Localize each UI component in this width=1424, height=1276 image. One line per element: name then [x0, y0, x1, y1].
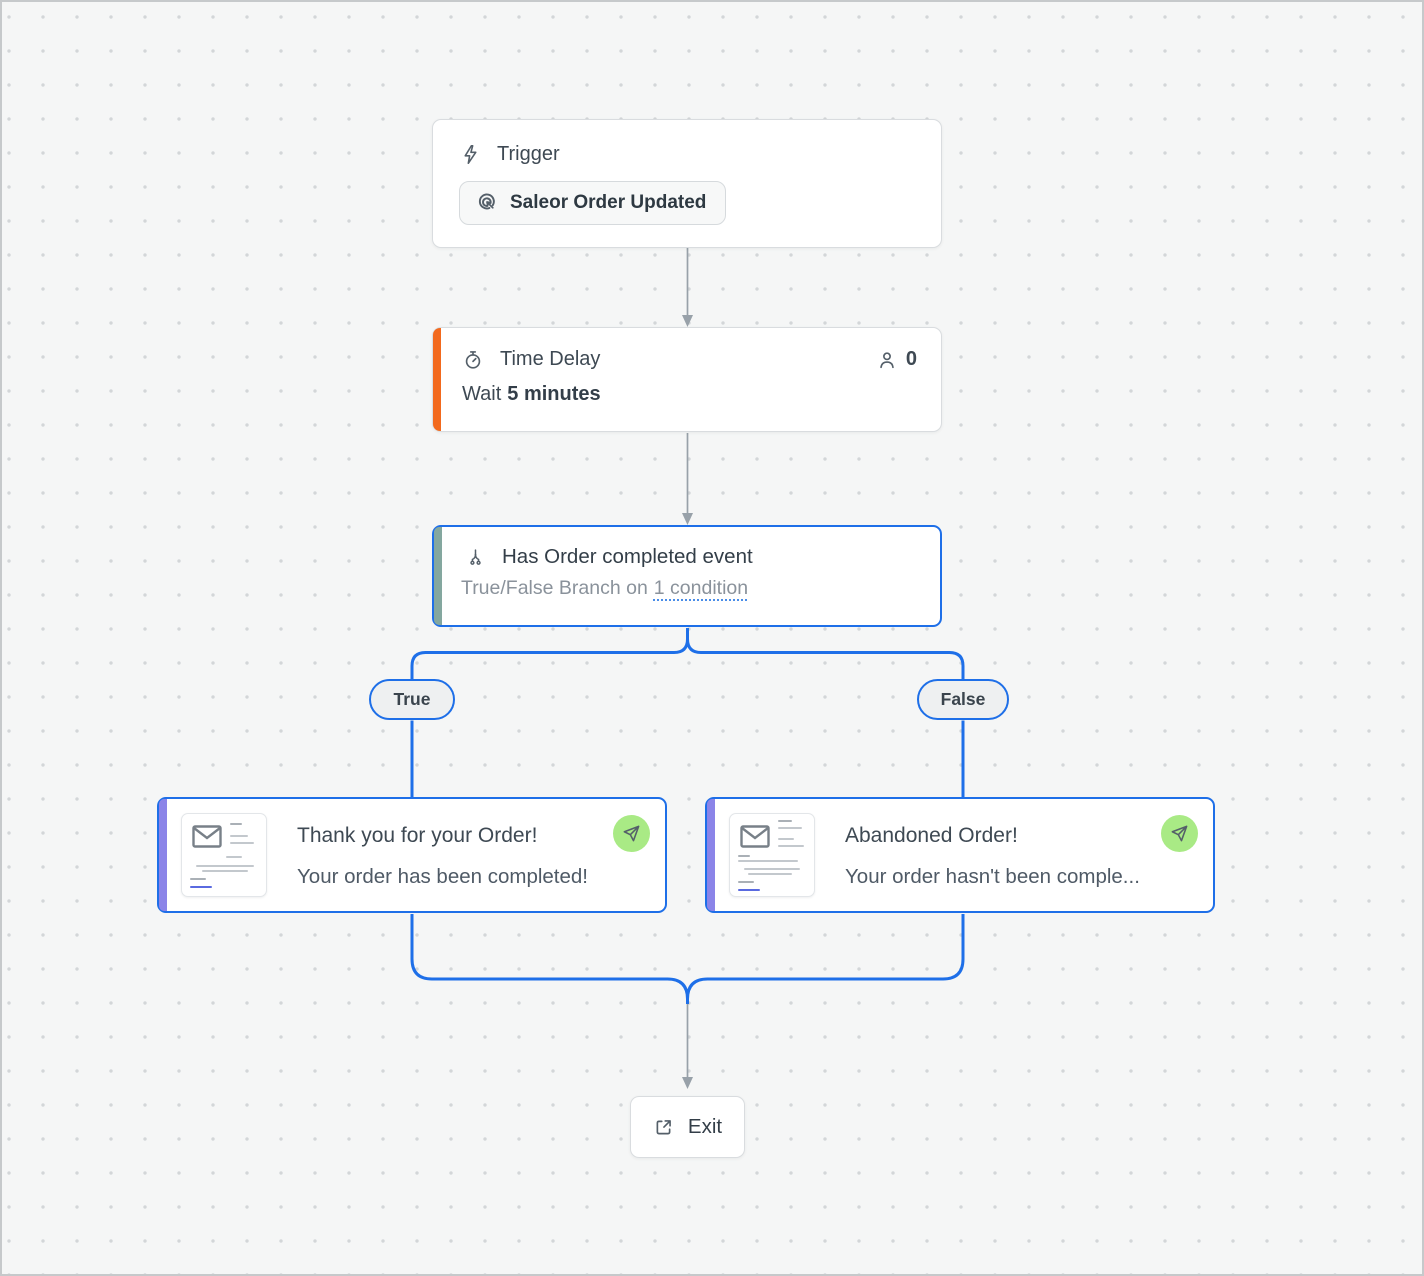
send-icon — [622, 824, 641, 843]
trigger-node[interactable]: Trigger Saleor Order Updated — [432, 119, 942, 248]
email-true-subtitle: Your order has been completed! — [297, 864, 588, 888]
envelope-icon — [192, 825, 222, 853]
trigger-event-button[interactable]: Saleor Order Updated — [459, 181, 727, 225]
delay-title: Time Delay — [500, 348, 601, 370]
email-false-title: Abandoned Order! — [845, 823, 1018, 847]
connector-merge-right — [686, 914, 965, 1004]
connector-branch-false — [686, 628, 965, 680]
arrowhead-delay — [682, 315, 693, 327]
branch-label-false: False — [917, 679, 1009, 720]
branch-node[interactable]: Has Order completed event True/False Bra… — [432, 525, 942, 627]
arrowhead-branch — [682, 513, 693, 525]
email-sent-badge — [1161, 815, 1198, 852]
email-node-false[interactable]: Abandoned Order! Your order hasn't been … — [705, 797, 1215, 913]
lightning-icon — [460, 144, 481, 165]
branch-label-true: True — [369, 679, 455, 720]
email-false-accent-bar — [707, 799, 715, 911]
external-link-icon — [653, 1117, 674, 1138]
branch-subtitle-prefix: True/False Branch on — [461, 577, 648, 599]
false-label: False — [940, 689, 986, 709]
person-icon — [876, 349, 898, 371]
email-node-true[interactable]: Thank you for your Order! Your order has… — [157, 797, 667, 913]
branch-accent-bar — [434, 527, 442, 625]
arrowhead-exit — [682, 1077, 693, 1089]
audience-count-value: 0 — [905, 348, 917, 370]
branch-title: Has Order completed event — [502, 545, 753, 568]
delay-accent-bar — [433, 328, 441, 431]
trigger-event-label: Saleor Order Updated — [510, 191, 707, 213]
click-target-icon — [476, 191, 499, 214]
audience-count: 0 — [876, 348, 917, 371]
stopwatch-icon — [462, 349, 484, 371]
send-icon — [1170, 824, 1189, 843]
wait-prefix: Wait — [462, 383, 502, 405]
condition-link[interactable]: 1 condition — [653, 577, 749, 599]
true-label: True — [393, 689, 431, 709]
branch-fork-icon — [465, 547, 486, 568]
exit-node[interactable]: Exit — [630, 1096, 745, 1158]
connector-branch-true — [410, 628, 689, 680]
wait-value: 5 minutes — [507, 383, 601, 405]
email-preview-thumbnail — [729, 813, 815, 897]
envelope-icon — [740, 825, 770, 853]
exit-label: Exit — [687, 1115, 723, 1138]
connector-merge-left — [410, 914, 689, 1004]
trigger-title: Trigger — [497, 143, 560, 165]
email-false-subtitle: Your order hasn't been comple... — [845, 864, 1140, 888]
email-true-title: Thank you for your Order! — [297, 823, 538, 847]
email-true-accent-bar — [159, 799, 167, 911]
email-preview-thumbnail — [181, 813, 267, 897]
email-sent-badge — [613, 815, 650, 852]
